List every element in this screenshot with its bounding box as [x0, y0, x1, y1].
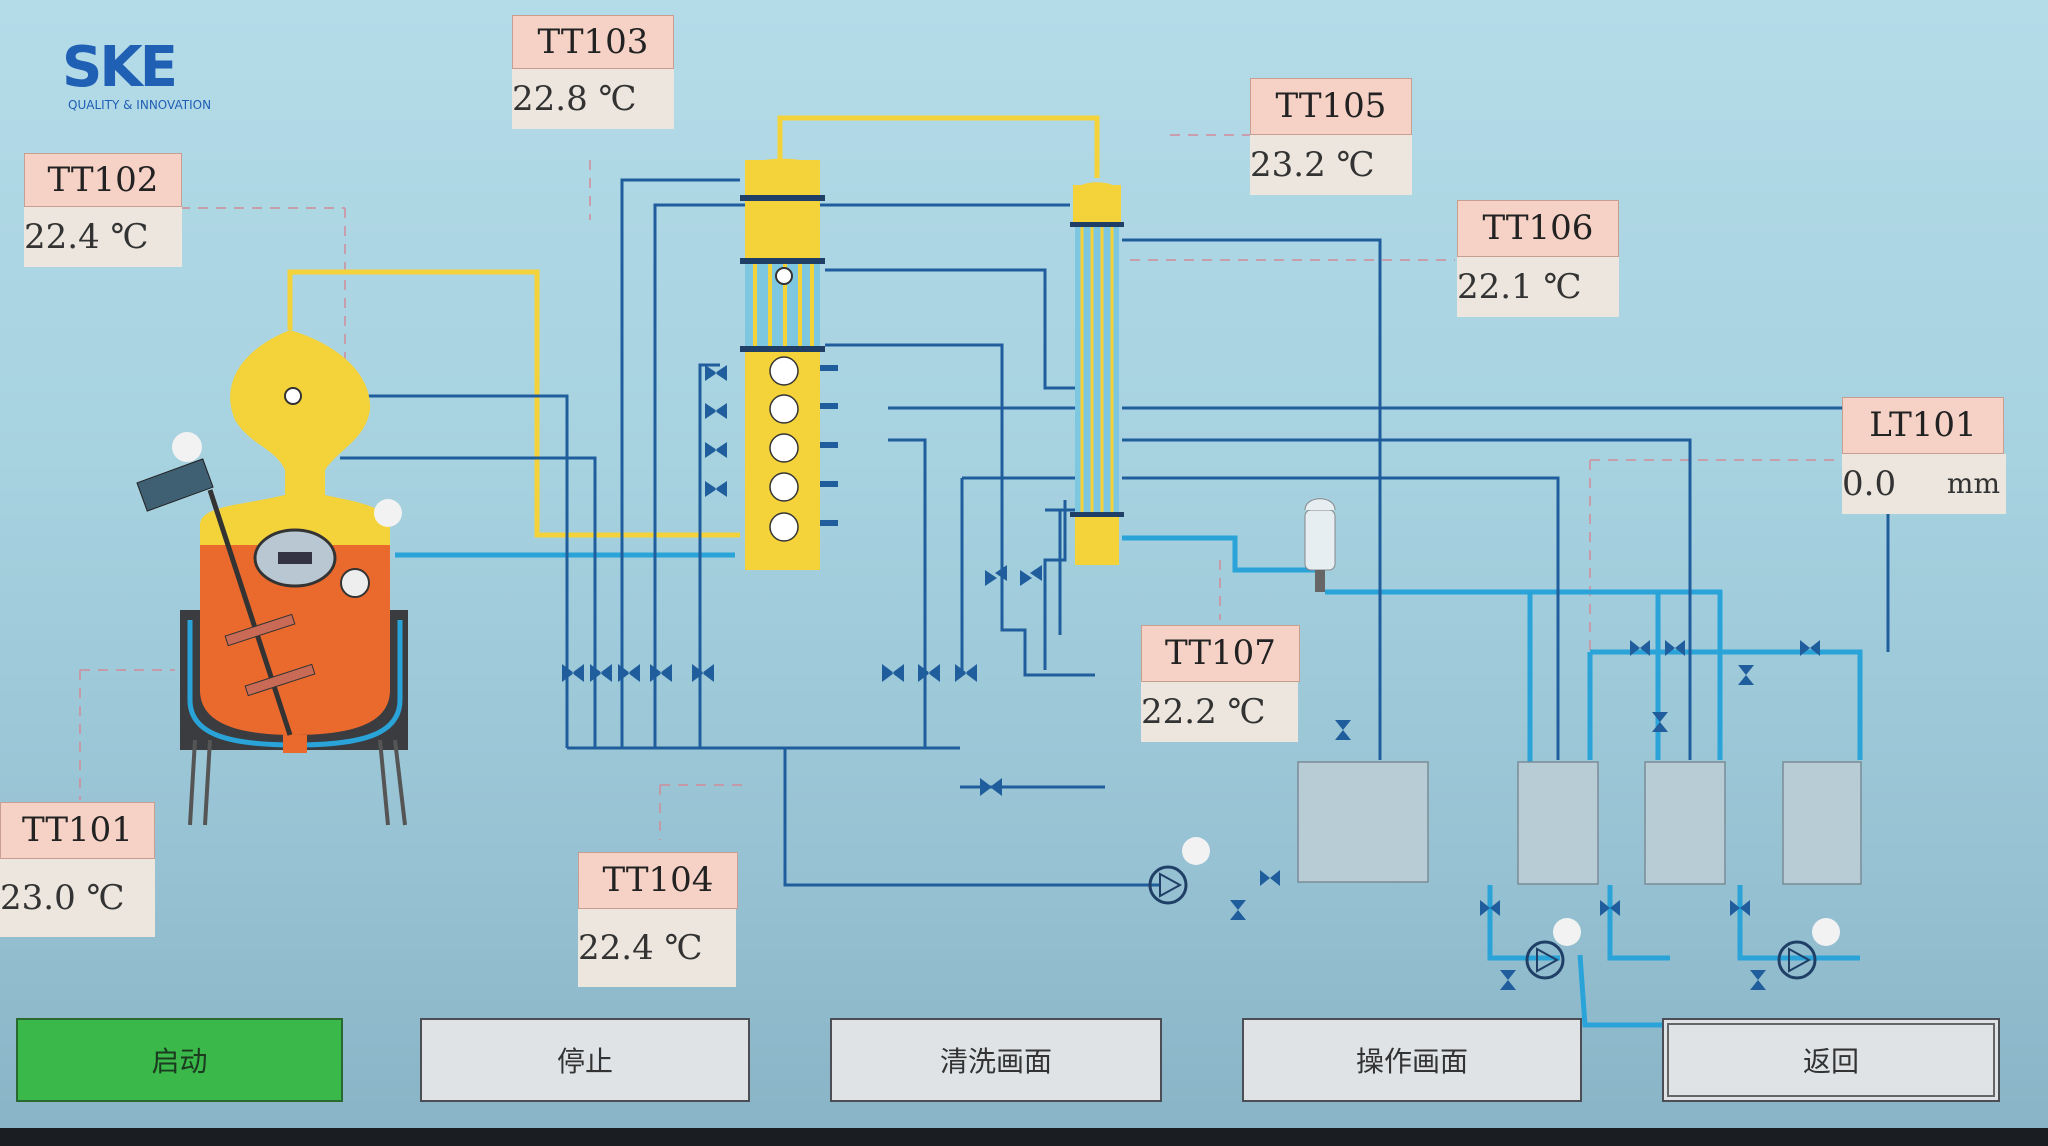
tag-tt104-label: TT104 — [578, 852, 738, 909]
tag-tt102: TT102 22.4 ℃ — [24, 153, 182, 267]
tag-tt107-unit: ℃ — [1227, 692, 1266, 732]
tag-tt103-reading: 22.8 ℃ — [512, 69, 674, 129]
separator — [1304, 498, 1336, 592]
tag-lt101-value: 0.0 — [1842, 464, 1897, 504]
tag-tt104: TT104 22.4 ℃ — [578, 852, 738, 987]
operation-screen-button[interactable]: 操作画面 — [1242, 1018, 1582, 1102]
tag-tt103-label: TT103 — [512, 15, 674, 69]
return-button[interactable]: 返回 — [1662, 1018, 2000, 1102]
manifold-valves — [562, 664, 1002, 796]
tag-tt101: TT101 23.0 ℃ — [0, 802, 155, 937]
tag-tt101-label: TT101 — [0, 802, 155, 859]
tag-tt102-unit: ℃ — [110, 217, 149, 257]
ske-logo: SKE QUALITY & INNOVATION — [62, 38, 212, 113]
tag-tt102-reading: 22.4 ℃ — [24, 207, 182, 267]
cleaning-screen-button[interactable]: 清洗画面 — [830, 1018, 1162, 1102]
tag-tt103-unit: ℃ — [598, 79, 637, 119]
tag-tt101-value: 23.0 — [0, 878, 76, 918]
tag-tt105-reading: 23.2 ℃ — [1250, 135, 1412, 195]
tag-tt105-label: TT105 — [1250, 78, 1412, 135]
logo-tagline: QUALITY & INNOVATION — [68, 98, 212, 112]
tag-lt101: LT101 0.0 mm — [1842, 397, 2006, 514]
logo-text: SKE — [62, 35, 178, 100]
screen-bezel — [0, 1128, 2048, 1146]
tag-tt104-value: 22.4 — [578, 928, 654, 968]
receiver-tanks — [1297, 761, 1862, 885]
tag-tt103: TT103 22.8 ℃ — [512, 15, 674, 129]
cyan-pipes — [395, 535, 2000, 1028]
tag-tt107: TT107 22.2 ℃ — [1141, 625, 1300, 742]
tag-tt103-value: 22.8 — [512, 79, 588, 119]
tag-tt107-label: TT107 — [1141, 625, 1300, 682]
tag-tt101-reading: 23.0 ℃ — [0, 859, 155, 937]
tag-tt104-unit: ℃ — [664, 928, 703, 968]
tag-tt106-label: TT106 — [1457, 200, 1619, 257]
tag-tt106: TT106 22.1 ℃ — [1457, 200, 1619, 317]
vapor-pipes — [287, 115, 1100, 538]
tag-lt101-reading: 0.0 mm — [1842, 454, 2006, 514]
tank-valves — [1230, 640, 1820, 990]
distillation-column — [705, 158, 838, 570]
tag-tt105-value: 23.2 — [1250, 145, 1326, 185]
tag-tt107-value: 22.2 — [1141, 692, 1217, 732]
tag-tt102-label: TT102 — [24, 153, 182, 207]
tag-lt101-unit: mm — [1946, 467, 2000, 500]
pot-still — [136, 330, 408, 826]
pumps — [1148, 837, 1840, 980]
tag-lt101-label: LT101 — [1842, 397, 2004, 454]
utility-pipes — [340, 178, 1890, 887]
tag-tt105: TT105 23.2 ℃ — [1250, 78, 1412, 195]
tag-tt106-value: 22.1 — [1457, 267, 1533, 307]
tag-tt106-reading: 22.1 ℃ — [1457, 257, 1619, 317]
tag-tt106-unit: ℃ — [1543, 267, 1582, 307]
tag-tt102-value: 22.4 — [24, 217, 100, 257]
tag-tt107-reading: 22.2 ℃ — [1141, 682, 1298, 742]
tag-tt101-unit: ℃ — [86, 878, 125, 918]
start-button[interactable]: 启动 — [16, 1018, 343, 1102]
tag-tt105-unit: ℃ — [1336, 145, 1375, 185]
tag-tt104-reading: 22.4 ℃ — [578, 909, 736, 987]
stop-button[interactable]: 停止 — [420, 1018, 750, 1102]
condenser — [985, 182, 1124, 586]
